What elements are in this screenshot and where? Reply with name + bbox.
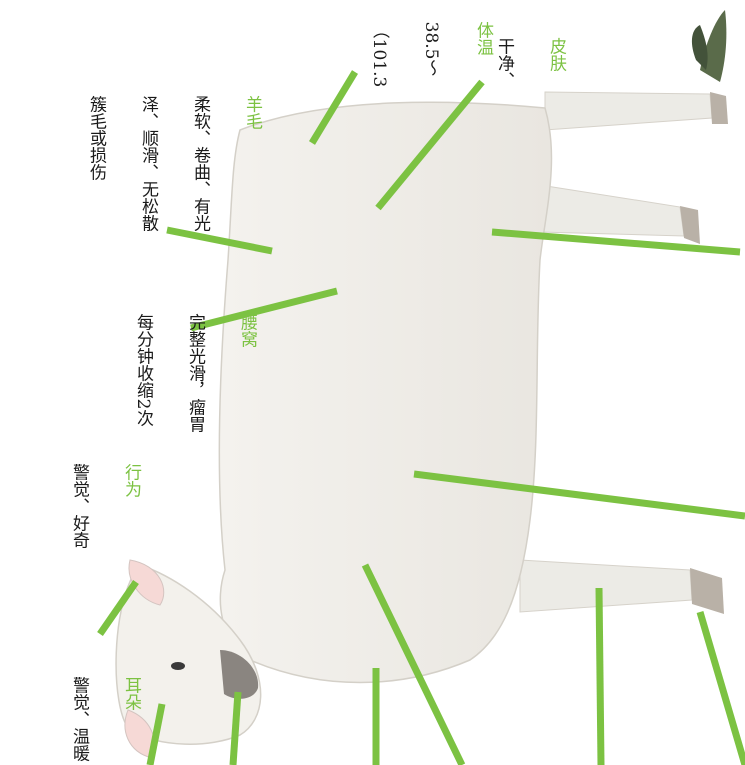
label-temp-line1: 38.5～ <box>421 22 441 77</box>
label-behavior-title: 行为 <box>121 464 141 498</box>
grass-decoration <box>692 10 726 82</box>
label-ears-text: 警觉、温暖 <box>69 677 89 762</box>
legs-front <box>520 560 724 614</box>
leader-nose <box>233 692 238 765</box>
label-flank: 腰窝 完整光滑，瘤胃 每分钟收缩2次 <box>104 292 286 442</box>
label-behavior: 行为 警觉、好奇 <box>40 442 170 552</box>
label-wool-title: 羊毛 <box>242 96 262 130</box>
label-temp-line2: （101.3 <box>369 22 389 88</box>
label-flank-line2: 每分钟收缩2次 <box>133 314 153 427</box>
label-wool-line1: 柔软、卷曲、有光 <box>190 96 210 232</box>
label-flank-line1: 完整光滑，瘤胃 <box>185 314 205 433</box>
label-wool: 羊毛 柔软、卷曲、有光 泽、顺滑、无松散 簇毛或损伤 <box>57 74 291 250</box>
legs-rear <box>540 92 728 244</box>
label-skin: 皮肤 干净、 <box>465 16 595 80</box>
label-ears: 耳朵 警觉、温暖 <box>40 655 170 765</box>
leader-knee <box>599 588 601 765</box>
label-wool-line3: 簇毛或损伤 <box>86 96 106 181</box>
label-skin-title: 皮肤 <box>546 38 566 72</box>
label-ears-title: 耳朵 <box>121 677 141 711</box>
label-flank-title: 腰窝 <box>237 314 257 348</box>
label-wool-line2: 泽、顺滑、无松散 <box>138 96 158 232</box>
label-behavior-text: 警觉、好奇 <box>69 464 89 549</box>
leader-hoof <box>700 612 745 765</box>
label-skin-text: 干净、 <box>494 38 514 89</box>
